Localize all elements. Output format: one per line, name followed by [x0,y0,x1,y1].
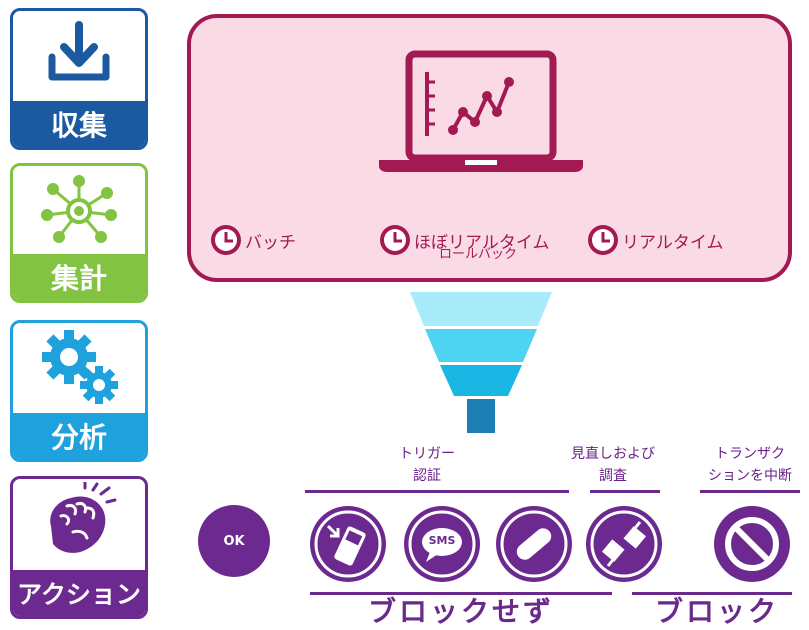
review-bracket [590,490,660,493]
ok-label: OK [223,533,245,549]
mode-batch: バッチ [209,223,296,257]
step-card-aggregate: 集計 [10,163,148,303]
download-icon [13,11,145,97]
clock-icon [588,225,618,255]
ok-action: OK [198,505,270,577]
block-action-icon [714,506,790,582]
step-label-collect: 収集 [13,101,145,147]
clock-icon [211,225,241,255]
mode-label: ほぼリアルタイム [414,232,550,253]
clock-icon [380,225,410,255]
caption-abort: トランザク ションを中断 [708,446,792,484]
laptop-chart-icon [379,50,583,172]
step-label-aggregate: 集計 [13,254,145,300]
mode-label: リアルタイム [622,232,724,253]
step-card-action: アクション [10,476,148,619]
step-card-collect: 収集 [10,8,148,150]
no-block-bracket [310,592,612,595]
mobile-phone-action-icon [310,506,386,582]
abort-bracket [700,490,800,493]
caption-trigger-auth: トリガー 認証 [399,446,455,484]
no-block-label: ブロックせず [368,595,555,628]
processing-panel: バッチ ほぼリアルタイム リアルタイム ロールバック [187,14,792,282]
sms-action-icon [404,506,480,582]
trigger-bracket [305,490,569,493]
mode-realtime: リアルタイム [586,223,724,257]
sms-label: SMS [428,534,456,547]
unplug-action-icon [586,506,662,582]
mode-label: バッチ [245,232,296,253]
mode-near-realtime: ほぼリアルタイム [378,223,550,257]
rollback-label: ロールバック [439,247,518,262]
step-label-action: アクション [13,570,145,616]
step-label-analyze: 分析 [13,413,145,459]
gears-icon [13,323,145,409]
network-hub-icon [13,166,145,252]
step-card-analyze: 分析 [10,320,148,462]
block-bracket [632,592,792,595]
caption-review: 見直しおよび 調査 [571,446,655,484]
pill-action-icon [496,506,572,582]
funnel-icon [410,292,552,433]
raised-fist-icon [13,479,145,565]
block-label: ブロック [655,595,780,628]
